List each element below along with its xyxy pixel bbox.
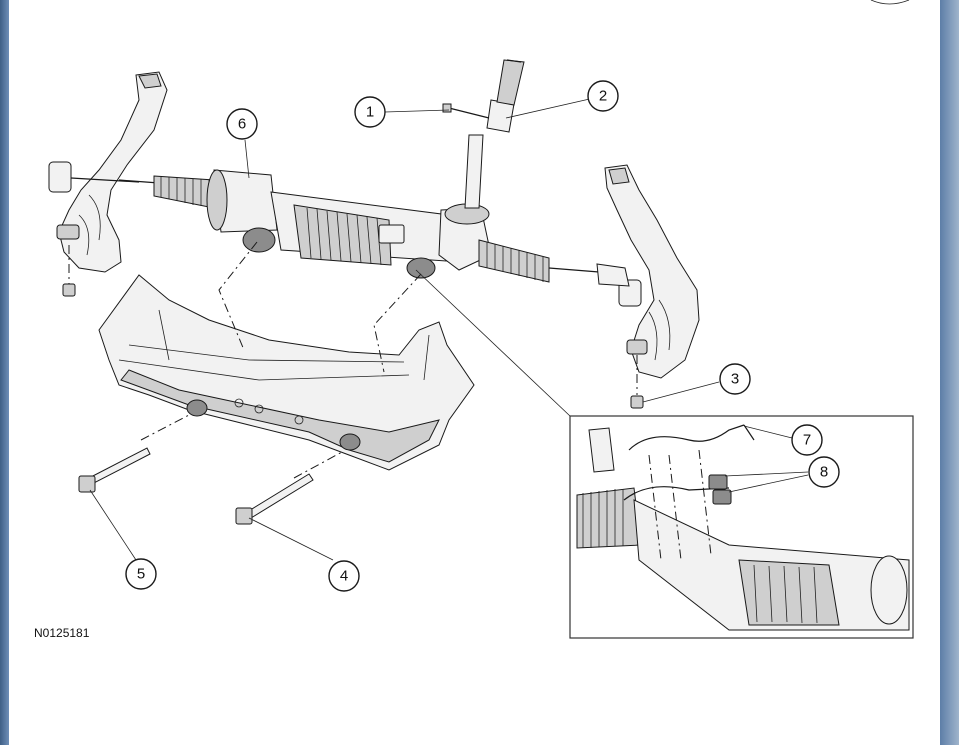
leader-8a xyxy=(724,471,809,477)
window-frame-left xyxy=(0,0,9,745)
svg-text:5: 5 xyxy=(137,566,145,583)
window-frame-right xyxy=(940,0,959,745)
callout-2: 2 xyxy=(587,80,619,112)
leader-2 xyxy=(505,97,595,119)
document-page: 1 2 3 4 5 6 7 8 N0125181 xyxy=(9,0,940,745)
subframe-bolt-left xyxy=(78,447,151,493)
svg-text:4: 4 xyxy=(340,568,348,585)
callout-3: 3 xyxy=(719,363,751,395)
assembly-line-left xyxy=(218,241,258,351)
leader-6 xyxy=(244,139,250,179)
leader-3 xyxy=(642,381,720,403)
svg-text:6: 6 xyxy=(238,116,246,133)
right-steering-knuckle xyxy=(604,164,700,409)
callout-5: 5 xyxy=(125,558,157,590)
assembly-line-bolt-4 xyxy=(293,451,343,479)
svg-text:2: 2 xyxy=(599,88,607,105)
leader-7 xyxy=(743,425,793,439)
callout-7: 7 xyxy=(791,424,823,456)
svg-text:8: 8 xyxy=(820,464,828,481)
subframe xyxy=(98,274,475,471)
callout-1: 1 xyxy=(354,96,386,128)
left-steering-knuckle xyxy=(48,71,168,297)
pinch-bolt xyxy=(442,103,490,119)
detail-leader xyxy=(415,269,571,417)
svg-text:3: 3 xyxy=(731,371,739,388)
figure-id: N0125181 xyxy=(34,626,90,640)
leader-5 xyxy=(89,489,137,561)
leader-8b xyxy=(728,474,809,493)
steering-gear xyxy=(118,59,630,287)
leader-4 xyxy=(248,517,334,561)
leader-1 xyxy=(384,109,450,113)
svg-text:1: 1 xyxy=(366,104,374,121)
detail-inset-drawing xyxy=(576,424,910,631)
assembly-line-right xyxy=(373,273,422,373)
svg-text:7: 7 xyxy=(803,432,811,449)
steering-gear-diagram: 1 2 3 4 5 6 7 8 N0125181 xyxy=(34,0,914,640)
assembly-line-bolt-5 xyxy=(140,414,190,441)
corner-artifact xyxy=(870,0,910,5)
subframe-bolt-right xyxy=(235,473,314,525)
callout-6: 6 xyxy=(226,108,258,140)
callout-8: 8 xyxy=(808,456,840,488)
callout-4: 4 xyxy=(328,560,360,592)
